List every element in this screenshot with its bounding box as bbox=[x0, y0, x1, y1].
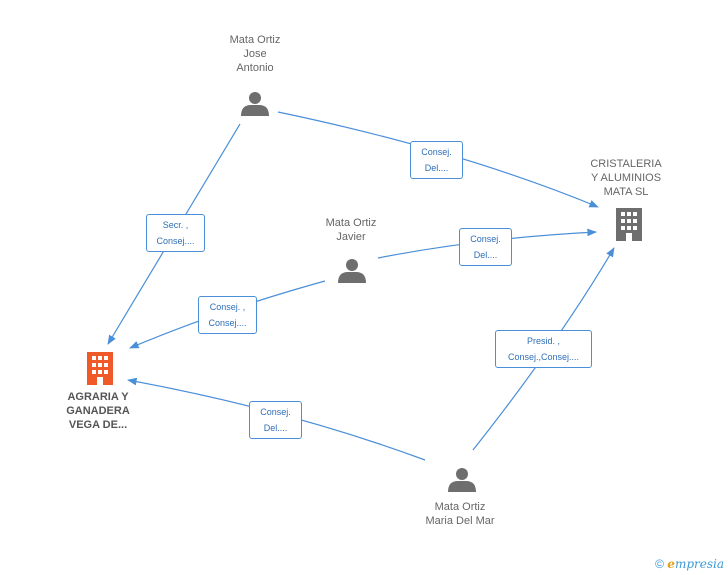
edge-label-javier-cristaleria[interactable]: Consej. Del.... bbox=[459, 228, 512, 266]
empresia-logo: © empresia bbox=[655, 557, 724, 571]
brand-name: empresia bbox=[667, 557, 724, 571]
edge-label-jose-agraria[interactable]: Secr. , Consej.... bbox=[146, 214, 205, 252]
edge-label-mar-agraria[interactable]: Consej. Del.... bbox=[249, 401, 302, 439]
node-label-javier[interactable]: Mata Ortiz Javier bbox=[325, 217, 377, 243]
building-icon[interactable] bbox=[616, 208, 642, 241]
node-label-agraria[interactable]: AGRARIA Y GANADERA VEGA DE... bbox=[66, 391, 130, 431]
person-icon[interactable] bbox=[338, 259, 366, 283]
edge-label-jose-cristaleria[interactable]: Consej. Del.... bbox=[410, 141, 463, 179]
node-label-cristaleria[interactable]: CRISTALERIA Y ALUMINIOS MATA SL bbox=[590, 158, 662, 198]
person-icon[interactable] bbox=[241, 92, 269, 116]
copyright-symbol: © bbox=[655, 557, 664, 571]
person-icon[interactable] bbox=[448, 468, 476, 492]
building-icon[interactable] bbox=[87, 352, 113, 385]
node-label-jose[interactable]: Mata Ortiz Jose Antonio bbox=[229, 34, 281, 74]
edge-label-mar-cristaleria[interactable]: Presid. , Consej.,Consej.... bbox=[495, 330, 592, 368]
node-label-mar[interactable]: Mata Ortiz Maria Del Mar bbox=[425, 501, 495, 527]
edge-label-javier-agraria[interactable]: Consej. , Consej.... bbox=[198, 296, 257, 334]
